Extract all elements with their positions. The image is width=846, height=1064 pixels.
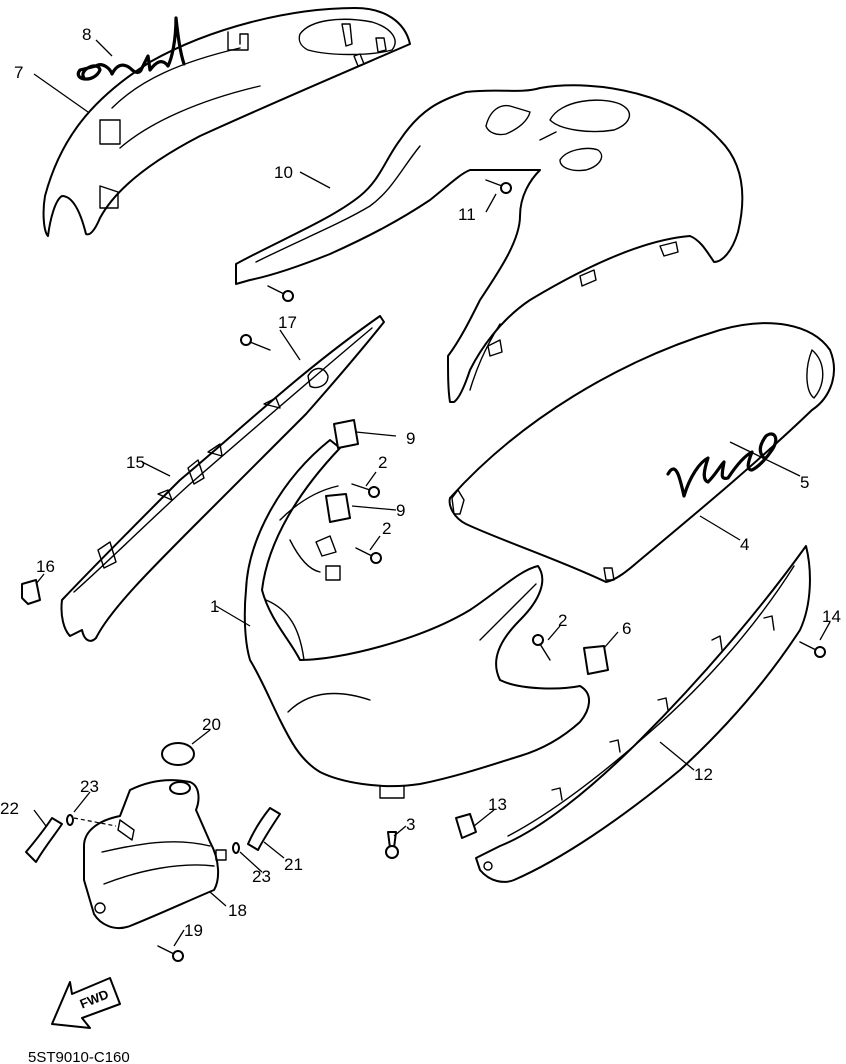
part-screw-14 <box>799 641 826 658</box>
callout-10: 10 <box>274 163 293 182</box>
callout-2: 2 <box>378 453 387 472</box>
part-screw-2b <box>355 547 382 564</box>
callout-9: 9 <box>406 429 415 448</box>
part-screw-2c <box>532 634 551 661</box>
callout-5: 5 <box>800 473 809 492</box>
part-side-strip <box>60 315 385 642</box>
part-screw-19 <box>157 945 184 962</box>
part-hose-22 <box>25 817 63 863</box>
part-screw-2a <box>351 483 380 498</box>
callout-23: 23 <box>80 777 99 796</box>
callout-6: 6 <box>622 619 631 638</box>
callout-22: 22 <box>0 799 19 818</box>
part-screw-17 <box>240 334 271 351</box>
callout-7: 7 <box>14 63 23 82</box>
callout-13: 13 <box>488 795 507 814</box>
part-side-cover <box>448 322 835 583</box>
part-clip-13 <box>455 813 477 839</box>
part-emblem-side <box>666 432 778 498</box>
callout-21: 21 <box>284 855 303 874</box>
callout-11: 11 <box>458 205 476 224</box>
part-screw-11 <box>485 179 512 194</box>
part-clip-16 <box>21 579 41 605</box>
fwd-arrow-icon: FWD <box>51 977 121 1029</box>
callout-labels: 1 2 2 2 3 4 5 6 7 8 9 9 10 11 12 13 14 1… <box>0 25 841 940</box>
callout-19: 19 <box>184 921 203 940</box>
callout-2: 2 <box>558 611 567 630</box>
callout-8: 8 <box>82 25 91 44</box>
callout-9: 9 <box>396 501 405 520</box>
part-tank-cap <box>161 742 195 766</box>
callout-1: 1 <box>210 597 219 616</box>
diagram-code: 5ST9010-C160 <box>28 1049 130 1064</box>
callout-14: 14 <box>822 607 841 626</box>
part-clamp-23a <box>66 814 74 826</box>
part-clip-9b <box>325 493 351 523</box>
callout-15: 15 <box>126 453 145 472</box>
callout-18: 18 <box>228 901 247 920</box>
part-clip-6 <box>583 645 609 675</box>
callout-12: 12 <box>694 765 713 784</box>
part-center-cover <box>235 84 744 403</box>
callout-23: 23 <box>252 867 271 886</box>
leader-lines <box>33 39 831 947</box>
callout-4: 4 <box>740 535 749 554</box>
callout-20: 20 <box>202 715 221 734</box>
callout-17: 17 <box>278 313 297 332</box>
part-main-cover <box>243 439 590 799</box>
part-clamp-23b <box>232 842 240 854</box>
callout-3: 3 <box>406 815 415 834</box>
connection-dashed-line <box>73 817 117 827</box>
part-clip-9a <box>333 419 359 449</box>
part-hose-21 <box>247 807 281 851</box>
part-lower-strip <box>475 545 811 883</box>
callout-16: 16 <box>36 557 55 576</box>
part-reservoir-tank <box>83 779 227 930</box>
part-screw-top <box>267 285 294 302</box>
part-emblem-upper <box>76 16 186 81</box>
callout-2: 2 <box>382 519 391 538</box>
part-bolt-3 <box>385 831 399 859</box>
